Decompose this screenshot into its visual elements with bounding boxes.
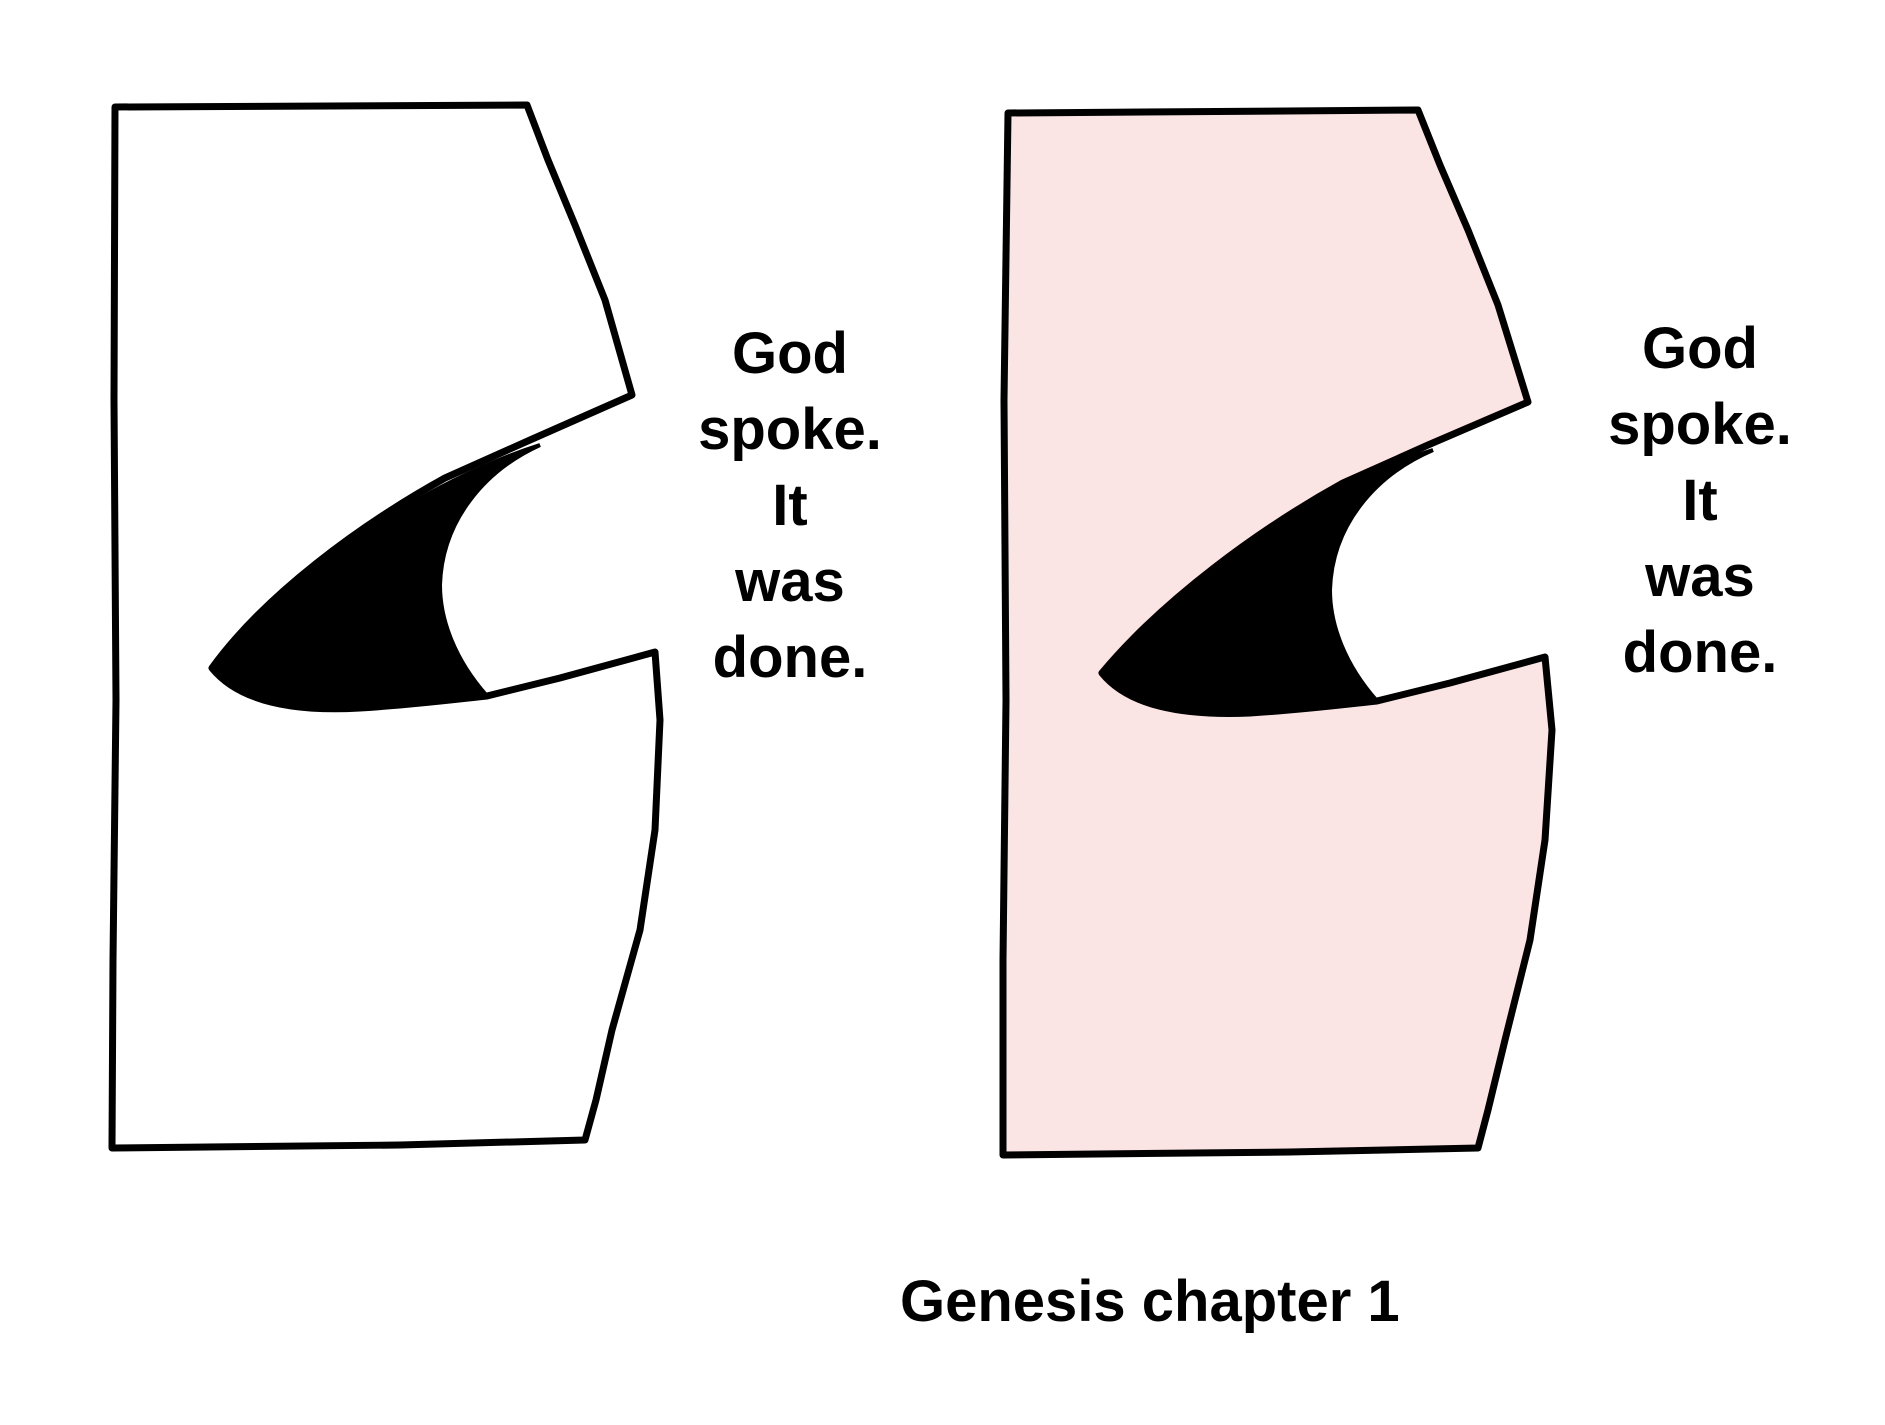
- caption-line: was: [735, 549, 845, 614]
- right-caption: God spoke. It was done.: [1575, 320, 1825, 700]
- caption-line: spoke.: [1608, 392, 1792, 457]
- left-panel: [108, 101, 664, 1152]
- footer-title: Genesis chapter 1: [900, 1269, 1400, 1334]
- caption-line: spoke.: [698, 397, 882, 462]
- caption-line: done.: [1622, 620, 1778, 685]
- caption-line: God: [732, 321, 848, 386]
- left-caption: God spoke. It was done.: [665, 325, 915, 705]
- left-mouth-shadow: [209, 443, 541, 711]
- caption-line: done.: [712, 625, 868, 690]
- right-mouth-shadow: [1099, 448, 1434, 716]
- caption-line: God: [1642, 316, 1758, 381]
- caption-line: It: [1682, 468, 1718, 533]
- caption-line: It: [772, 473, 808, 538]
- caption-line: was: [1645, 544, 1755, 609]
- right-panel: [999, 106, 1556, 1159]
